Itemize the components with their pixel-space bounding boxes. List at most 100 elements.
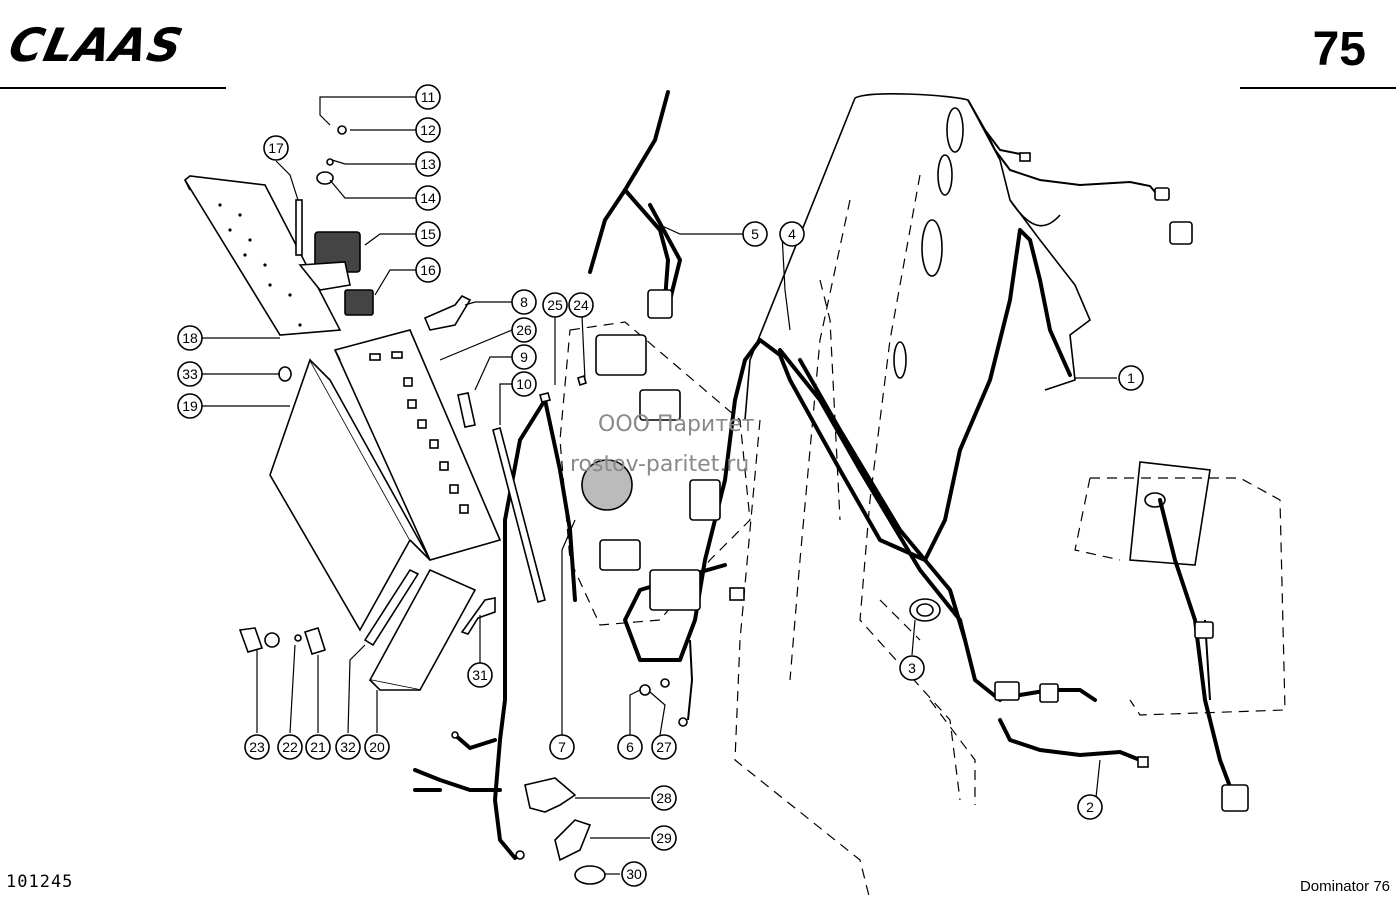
callout-7: 7: [549, 734, 575, 760]
callout-circle: [277, 734, 303, 760]
callout-label: 21: [310, 739, 326, 755]
callout-label: 22: [282, 739, 298, 755]
callout-label: 24: [573, 297, 589, 313]
callout-circle: [651, 734, 677, 760]
callout-circle: [779, 221, 805, 247]
housing-19: [269, 358, 431, 632]
callout-label: 31: [472, 667, 488, 683]
callout-circle: [415, 84, 441, 110]
callout-label: 13: [420, 156, 436, 172]
callout-circle: [1118, 365, 1144, 391]
callout-group: 1234567891011121314151617181920212223242…: [177, 84, 1144, 887]
mounting-plate-18: [183, 175, 342, 336]
callout-circle: [467, 662, 493, 688]
callout-8: 8: [511, 289, 537, 315]
bracket-31: [460, 597, 496, 635]
callout-27: 27: [651, 734, 677, 760]
callout-label: 2: [1086, 799, 1094, 815]
callout-circle: [511, 317, 537, 343]
callout-circle: [617, 734, 643, 760]
bracket-8: [423, 294, 472, 331]
callout-circle: [177, 361, 203, 387]
callout-label: 5: [751, 226, 759, 242]
callout-15: 15: [415, 221, 441, 247]
callout-label: 18: [182, 330, 198, 346]
model-name: Dominator 76: [1299, 878, 1390, 895]
callout-label: 28: [656, 790, 672, 806]
cover-20: [368, 568, 477, 691]
callout-26: 26: [511, 317, 537, 343]
callout-32: 32: [335, 734, 361, 760]
callout-circle: [415, 257, 441, 283]
callout-28: 28: [651, 785, 677, 811]
callout-25: 25: [542, 292, 568, 318]
callout-19: 19: [177, 393, 203, 419]
callout-label: 8: [520, 294, 528, 310]
page-number: 75: [1312, 23, 1366, 76]
leader-lines: [202, 96, 1117, 875]
plate-dots: [218, 203, 302, 327]
callout-label: 16: [420, 262, 436, 278]
callout-9: 9: [511, 344, 537, 370]
callout-circle: [899, 655, 925, 681]
callout-circle: [415, 221, 441, 247]
callout-31: 31: [467, 662, 493, 688]
callout-circle: [1077, 794, 1103, 820]
callout-circle: [335, 734, 361, 760]
callout-16: 16: [415, 257, 441, 283]
callout-label: 30: [626, 866, 642, 882]
callout-3: 3: [899, 655, 925, 681]
callout-label: 9: [520, 349, 528, 365]
callout-21: 21: [305, 734, 331, 760]
callout-label: 12: [420, 122, 436, 138]
callout-circle: [244, 734, 270, 760]
watermark-url: rostov-paritet.ru: [570, 452, 750, 477]
callout-label: 17: [268, 140, 284, 156]
callout-label: 27: [656, 739, 672, 755]
callout-label: 29: [656, 830, 672, 846]
watermark-company: ООО Паритет: [598, 412, 755, 437]
callout-label: 23: [249, 739, 265, 755]
callout-circle: [549, 734, 575, 760]
callout-label: 10: [516, 376, 532, 392]
callout-circle: [511, 371, 537, 397]
housing-26: [333, 329, 502, 561]
callout-33: 33: [177, 361, 203, 387]
callout-2: 2: [1077, 794, 1103, 820]
callout-circle: [568, 292, 594, 318]
callout-label: 25: [547, 297, 563, 313]
clip-9: [457, 392, 476, 428]
callout-14: 14: [415, 185, 441, 211]
callout-circle: [364, 734, 390, 760]
callout-circle: [415, 117, 441, 143]
callout-20: 20: [364, 734, 390, 760]
callout-10: 10: [511, 371, 537, 397]
callout-label: 20: [369, 739, 385, 755]
callout-circle: [305, 734, 331, 760]
wiring-harness: [413, 90, 1237, 860]
callout-circle: [415, 151, 441, 177]
callout-circle: [621, 861, 647, 887]
callout-label: 6: [626, 739, 634, 755]
callout-circle: [511, 344, 537, 370]
callout-1: 1: [1118, 365, 1144, 391]
callout-label: 33: [182, 366, 198, 382]
callout-24: 24: [568, 292, 594, 318]
document-number: 101245: [6, 872, 74, 892]
callout-18: 18: [177, 325, 203, 351]
callout-11: 11: [415, 84, 441, 110]
callout-30: 30: [621, 861, 647, 887]
callout-label: 3: [908, 660, 916, 676]
callout-label: 11: [421, 89, 436, 105]
callout-label: 1: [1127, 370, 1135, 386]
callout-label: 32: [340, 739, 356, 755]
connectors: [451, 152, 1249, 860]
callout-label: 14: [420, 190, 436, 206]
callout-5: 5: [742, 221, 768, 247]
callout-17: 17: [263, 135, 289, 161]
callout-circle: [177, 393, 203, 419]
callout-circle: [177, 325, 203, 351]
strip-10: [492, 427, 546, 603]
